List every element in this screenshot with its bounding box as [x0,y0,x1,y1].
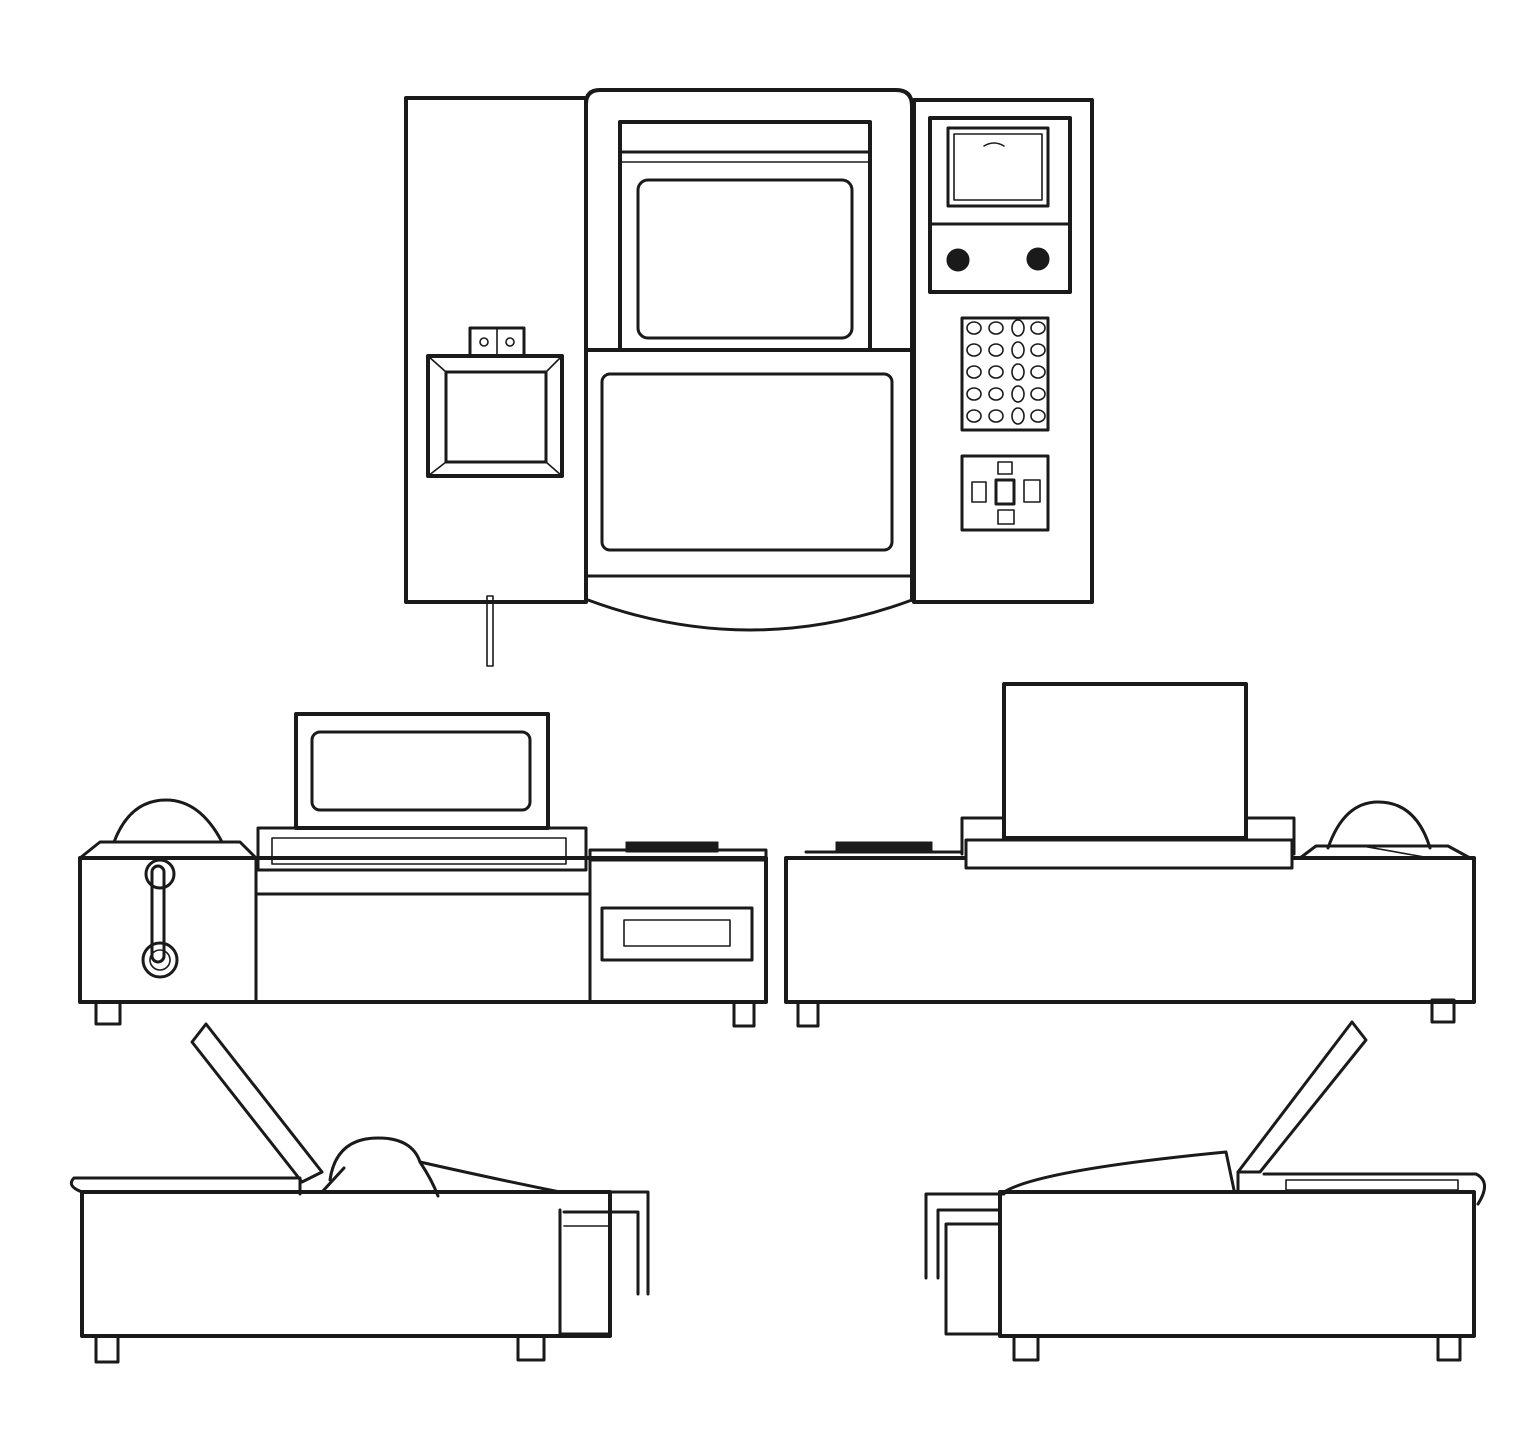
rear-tray-back [960,816,1296,856]
top-dpad-center-icon [994,478,1016,506]
keypad-key-icon [1030,365,1046,379]
front-view [78,712,768,1028]
keypad-key-icon [966,409,982,423]
top-tab-screw-right-icon [505,337,515,347]
left-foot-rear [516,1334,546,1362]
right-bracket [924,1192,1006,1280]
top-tab-screw-left-icon [479,337,489,347]
right-foot-rear [1436,1334,1462,1362]
top-screen-module [928,116,1072,294]
keypad-key-icon [988,409,1004,423]
left-body [80,1190,612,1338]
top-dpad-right-icon [1023,479,1041,503]
left-foot-front [94,1334,120,1364]
keypad-key-icon [1030,409,1046,423]
keypad-key-icon [966,387,982,401]
keypad-key-icon [1011,319,1025,337]
keypad-key-icon [988,343,1004,357]
keypad-key-icon [1011,341,1025,359]
front-foot-right [732,1000,756,1028]
top-lower-panel [600,372,894,552]
rear-body [784,856,1476,1004]
front-foot-left [94,1000,122,1026]
front-tray-inner [271,837,567,865]
top-keypad [960,316,1050,432]
keypad-key-icon [988,365,1004,379]
right-rail-pad [1285,1179,1459,1191]
top-dial-right-icon [1026,247,1050,271]
top-lid-window [636,178,854,340]
keypad-key-icon [1030,343,1046,357]
top-screen-notch [983,142,1005,147]
front-handle-bottom-ring [141,941,179,979]
top-dial-left-icon [946,248,970,272]
rear-foot-right [1430,998,1456,1024]
rear-dome [1326,800,1432,850]
top-square-bevel-4 [545,461,563,477]
front-lid-window [310,730,532,812]
keypad-key-icon [1030,321,1046,335]
left-lid-open [190,1022,324,1184]
top-left-block [404,96,588,604]
top-center-housing [584,88,914,602]
top-square-inner [444,370,548,464]
left-bracket [554,1190,650,1296]
front-handle-top-ring [144,858,176,890]
left-side-view [69,1022,650,1364]
front-handle-icon [150,864,166,964]
top-dpad-up-icon [997,461,1013,475]
front-body [78,856,768,1004]
keypad-key-icon [1011,385,1025,403]
keypad-key-icon [1030,387,1046,401]
keypad-key-icon [988,387,1004,401]
top-center-bottom-curve [586,598,914,632]
top-keypad-keys [966,319,1046,425]
rear-dome-strut [1361,845,1431,859]
front-drawer [600,906,754,962]
top-lid-frame [618,120,872,352]
top-view [404,88,1094,667]
front-left-shoulder [78,840,258,860]
left-dome [328,1136,440,1198]
top-square-bevel-3 [427,461,447,477]
front-drawer-handle-icon [623,919,731,947]
left-dome-lower [320,1166,346,1194]
right-bracket-inner [944,1222,1002,1336]
top-square-outer [426,354,564,478]
top-square-bevel-1 [427,355,447,373]
rear-lid [1002,682,1248,840]
keypad-key-icon [966,365,982,379]
front-dome [112,798,224,844]
rear-view [784,682,1476,1028]
keypad-key-icon [988,321,1004,335]
left-top-rail [69,1176,302,1196]
top-dpad-down-icon [997,509,1015,525]
top-screen-display [953,133,1043,201]
top-screen-bezel [946,126,1050,208]
rear-foot-left [796,1000,820,1028]
keypad-key-icon [966,321,982,335]
right-slope [1002,1150,1236,1194]
right-top-rail [1262,1172,1486,1206]
left-slope [418,1160,562,1194]
rear-dome-base [1298,844,1472,860]
keypad-key-icon [1011,407,1025,425]
right-foot-front [1012,1334,1040,1362]
rear-tray [964,838,1294,870]
keypad-key-icon [1011,363,1025,381]
top-rod [486,595,494,667]
right-side-view [924,1020,1486,1362]
front-right-cap [625,841,719,853]
left-bracket-inner [558,1208,612,1338]
right-body [998,1190,1476,1338]
top-dpad-left-icon [971,481,987,503]
top-dpad-panel [960,454,1050,532]
front-handle-bottom-ring-inner [149,949,171,971]
right-lid-open [1236,1020,1368,1174]
keypad-key-icon [966,343,982,357]
top-square-bevel-2 [545,355,563,373]
